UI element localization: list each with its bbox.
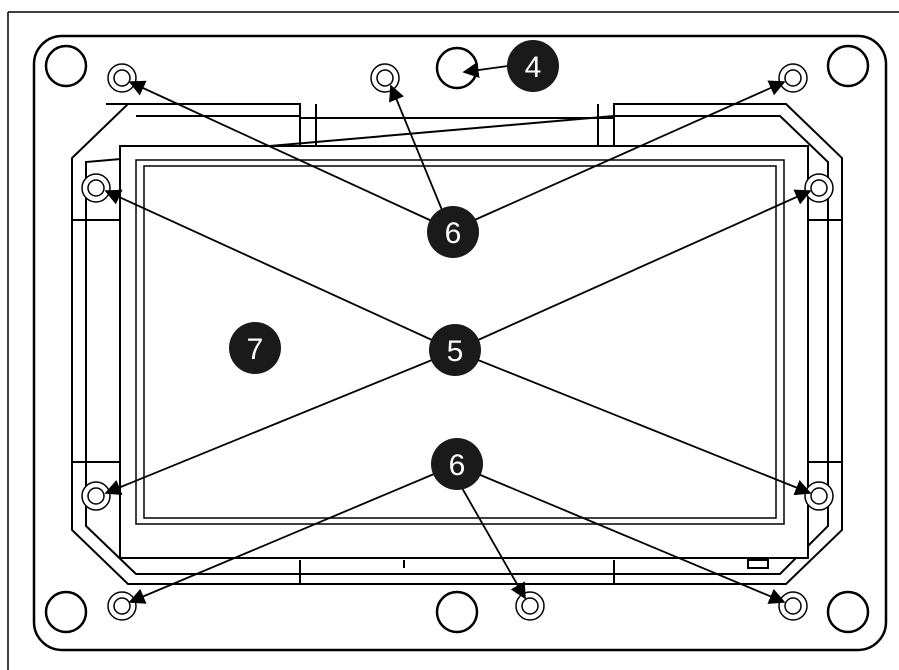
screen-inner-border: [143, 165, 777, 519]
callout-5-label: 5: [447, 335, 464, 368]
screw-bottom-left: [107, 591, 137, 621]
plate-hole-bottom-right: [826, 590, 870, 634]
screw-top-left: [107, 63, 137, 93]
callout-6-bottom-label: 6: [449, 449, 466, 482]
leader-5-upper-right: [477, 189, 812, 341]
leader-lines: [104, 62, 812, 604]
leader-5-upper-left: [104, 189, 433, 341]
leader-6-bottom-left: [128, 473, 435, 604]
plate-hole-top-right: [826, 44, 870, 88]
outer-frame: [7, 11, 899, 670]
leader-6-bottom-middle: [461, 487, 526, 600]
leader-5-lower-right: [477, 359, 812, 496]
leader-6-bottom-right: [477, 473, 786, 604]
leader-6-top-right: [469, 80, 786, 223]
leader-5-lower-left: [104, 359, 433, 495]
plate-hole-bottom-middle: [435, 590, 479, 634]
leader-6-top-left: [128, 80, 435, 223]
screw-bottom-right: [778, 591, 808, 621]
screw-holes: [81, 63, 834, 621]
screw-top-right: [778, 63, 808, 93]
leader-6-top-middle: [389, 84, 443, 211]
screw-bottom-middle: [515, 591, 545, 621]
plate-hole-bottom-left: [44, 590, 88, 634]
screw-top-middle: [370, 63, 400, 93]
plate-hole-top-middle: [435, 46, 479, 90]
plate-holes: [44, 44, 870, 634]
screw-upper-left: [81, 173, 111, 203]
callout-6-top-label: 6: [445, 217, 462, 250]
callout-7-label: 7: [247, 333, 264, 366]
screw-lower-left: [81, 481, 111, 511]
callout-6-top: 6: [427, 206, 479, 258]
callout-6-bottom: 6: [431, 438, 483, 490]
screen-active-area: [135, 159, 785, 525]
screw-lower-right: [804, 481, 834, 511]
leader-4: [462, 62, 509, 79]
callout-4-label: 4: [525, 51, 542, 84]
screw-upper-right: [804, 173, 834, 203]
callout-5: 5: [429, 324, 481, 376]
plate-hole-top-left: [44, 44, 88, 88]
callout-4: 4: [507, 40, 559, 92]
callout-7: 7: [229, 322, 281, 374]
